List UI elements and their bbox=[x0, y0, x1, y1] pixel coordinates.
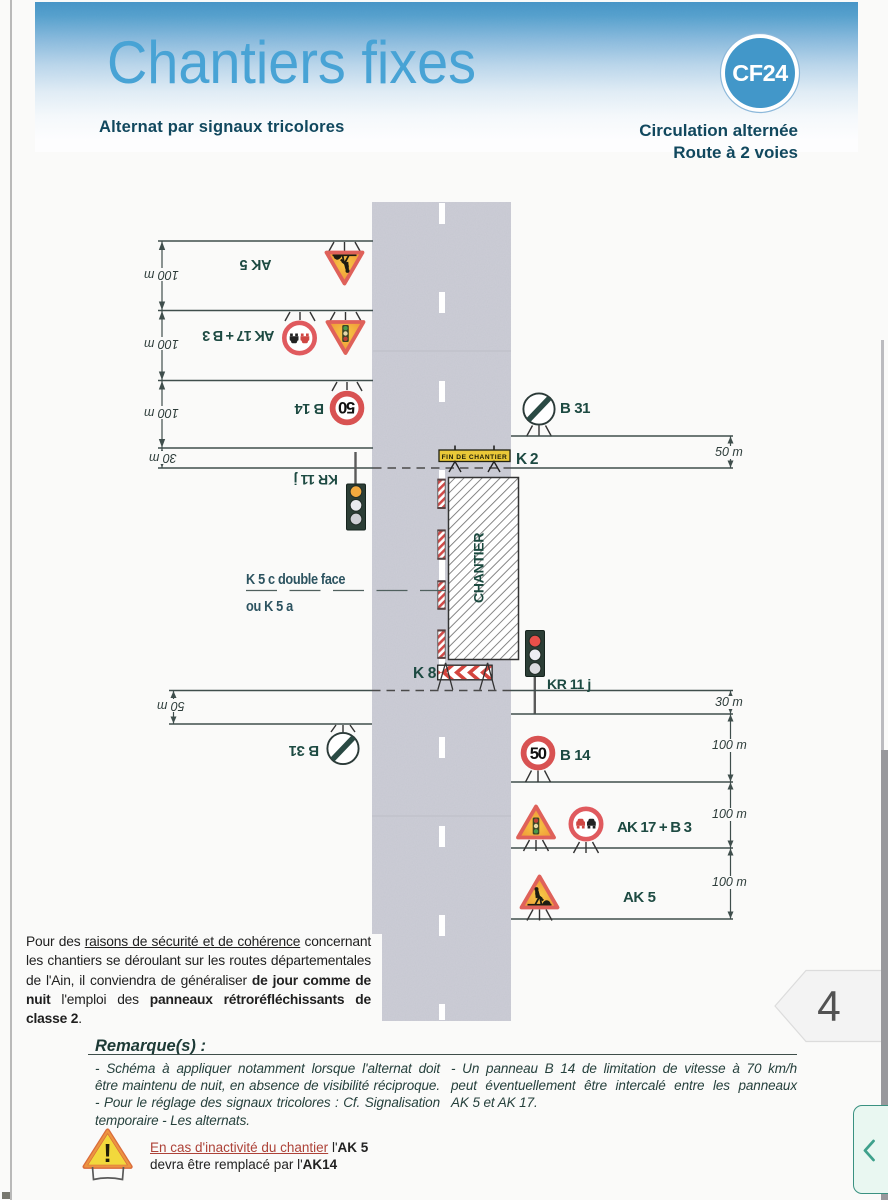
svg-text:4: 4 bbox=[817, 984, 841, 1031]
svg-text:!: ! bbox=[103, 1138, 112, 1168]
svg-text:CF24: CF24 bbox=[732, 60, 788, 86]
svg-text:CHANTIER: CHANTIER bbox=[472, 533, 488, 603]
svg-text:FIN DE CHANTIER: FIN DE CHANTIER bbox=[442, 454, 508, 461]
